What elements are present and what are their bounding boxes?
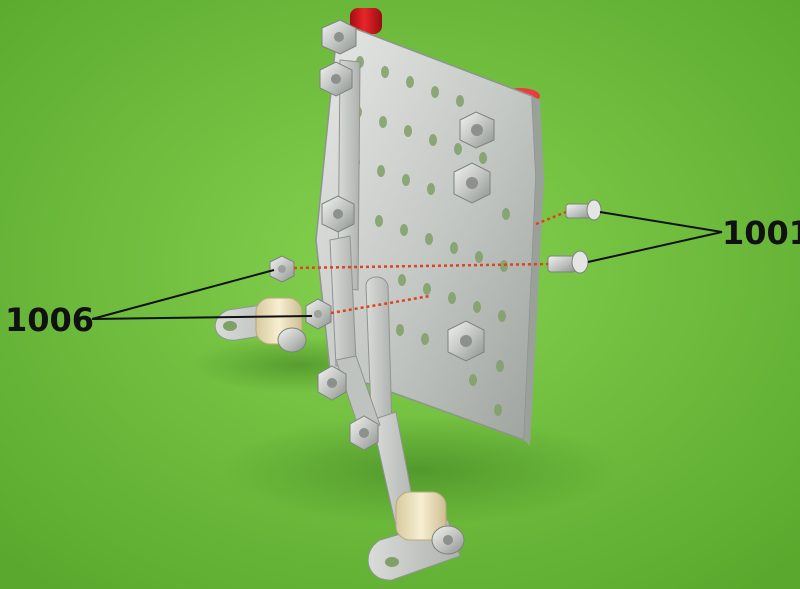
callout-label-1001: 1001 — [722, 214, 800, 252]
ground-shadow — [220, 415, 620, 525]
callout-label-1006: 1006 — [5, 301, 94, 339]
guide-line — [293, 262, 549, 270]
loose-screw — [565, 199, 602, 221]
assembly-guide-lines — [293, 210, 567, 315]
leader-line-1001-top — [599, 211, 723, 233]
hex-nut — [459, 111, 495, 149]
spacer-bottom — [395, 491, 465, 555]
guide-line — [330, 294, 431, 315]
loose-nut — [269, 255, 295, 283]
red-nut-top — [350, 8, 382, 34]
leader-line-1001-bottom — [587, 231, 723, 263]
loose-nut — [305, 298, 332, 330]
hex-nut — [321, 195, 355, 233]
spacer-left — [255, 297, 307, 353]
guide-line — [535, 210, 567, 226]
callout-leaders — [91, 211, 723, 320]
leader-line-1006-bottom — [91, 315, 313, 320]
loose-screw — [547, 250, 589, 274]
leader-line-1006-top — [91, 269, 275, 320]
hex-nut — [319, 61, 353, 97]
hex-nut — [447, 320, 485, 362]
hex-nut — [349, 415, 379, 451]
hex-nut — [321, 19, 357, 55]
hex-nut — [317, 365, 347, 401]
hex-nut — [453, 162, 491, 204]
